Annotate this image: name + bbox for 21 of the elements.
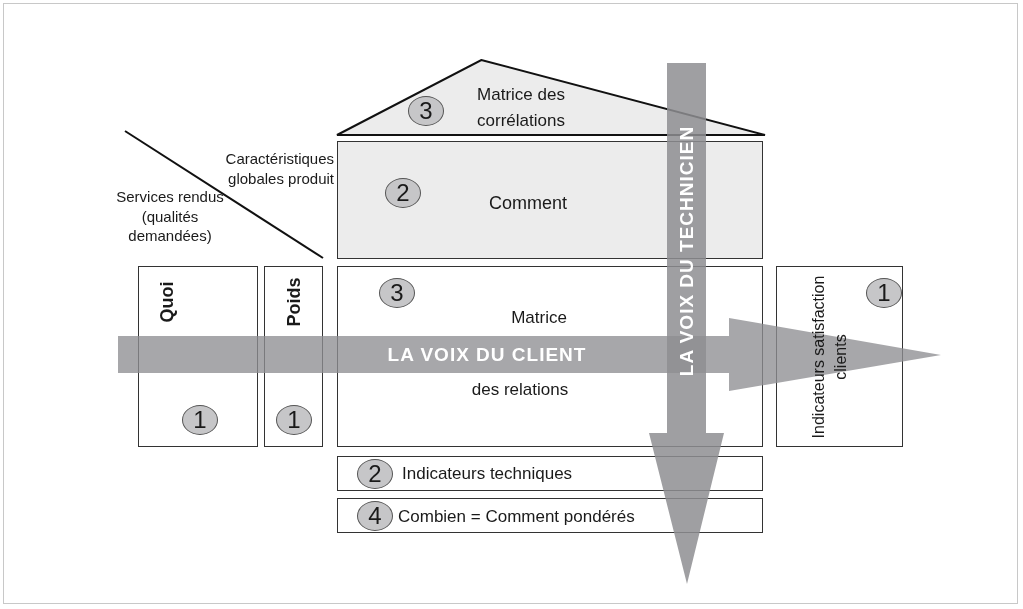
section-title: des relations [470,379,570,401]
how-much-row [337,498,763,533]
step-number: 2 [357,459,393,489]
section-title: Combien = Comment pondérés [398,506,636,528]
step-number: 3 [379,278,415,308]
section-title: Indicateurs satisfaction clients [809,274,850,441]
section-title: Matrice des corrélations [476,84,566,132]
section-title: Matrice [510,307,568,329]
axis-caption: Caractéristiques globales produit [224,149,334,188]
arrow-label: LA VOIX DU CLIENT [386,343,588,367]
section-title: Comment [488,192,568,215]
arrow-label: LA VOIX DU TECHNICIEN [675,124,698,379]
step-number: 1 [866,278,902,308]
axis-caption: Services rendus (qualités demandées) [115,187,225,246]
step-number: 1 [276,405,312,435]
step-number: 2 [385,178,421,208]
section-title: Indicateurs techniques [402,463,574,485]
step-number: 4 [357,501,393,531]
section-title: Poids [283,276,305,329]
section-title: Quoi [156,280,178,325]
step-number: 1 [182,405,218,435]
